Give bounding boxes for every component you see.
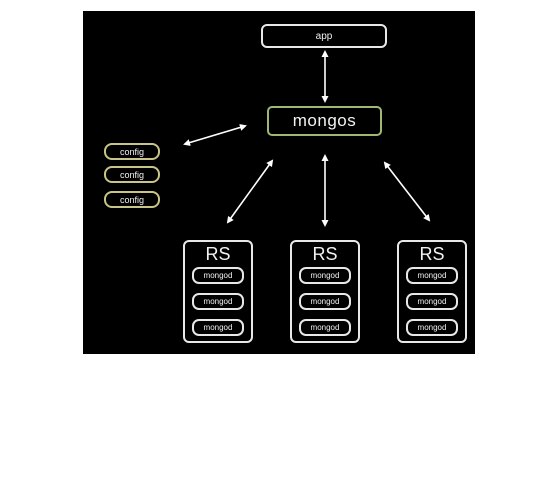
arrow-mongos-rs-left	[226, 159, 274, 224]
mongod-node: mongod	[299, 319, 351, 336]
config-node: config	[104, 191, 160, 208]
mongod-node: mongod	[299, 293, 351, 310]
connection-arrows	[183, 50, 431, 227]
config-node: config	[104, 166, 160, 183]
replica-set-title: RS	[419, 244, 445, 264]
replica-set-left: RS mongod mongod mongod	[183, 240, 253, 343]
mongos-node: mongos	[267, 106, 382, 136]
mongod-node: mongod	[192, 293, 244, 310]
mongod-node: mongod	[406, 267, 458, 284]
mongod-node: mongod	[406, 293, 458, 310]
replica-set-center: RS mongod mongod mongod	[290, 240, 360, 343]
replica-set-title: RS	[205, 244, 231, 264]
mongod-node: mongod	[192, 267, 244, 284]
mongod-node: mongod	[299, 267, 351, 284]
arrow-mongos-rs-right	[383, 161, 431, 222]
mongod-node: mongod	[192, 319, 244, 336]
replica-set-right: RS mongod mongod mongod	[397, 240, 467, 343]
replica-set-title: RS	[312, 244, 338, 264]
architecture-diagram: app mongos config config config RS mongo…	[83, 11, 475, 354]
app-node: app	[261, 24, 387, 48]
arrow-mongos-config	[183, 124, 247, 146]
mongod-node: mongod	[406, 319, 458, 336]
config-node: config	[104, 143, 160, 160]
